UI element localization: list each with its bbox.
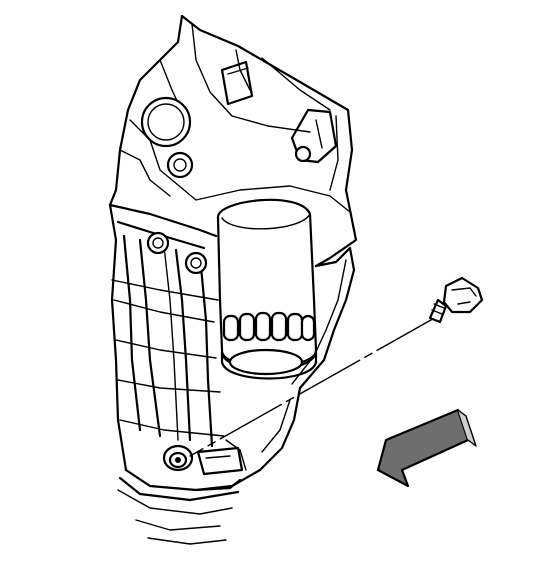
- drain-plug-hole: [162, 444, 194, 472]
- leader-line: [189, 315, 439, 457]
- drain-slot: [196, 446, 244, 476]
- engine-block-housing: [108, 14, 358, 268]
- oil-pan: [117, 246, 356, 545]
- hex-bolt-icon: [428, 276, 484, 324]
- oil-filter: [216, 198, 318, 380]
- frame-bolt-1: [146, 231, 170, 255]
- arrow-down-left-icon: [376, 408, 477, 488]
- circular-port: [140, 96, 192, 148]
- filter-grip-ribs: [222, 311, 316, 342]
- mounting-tab: [220, 60, 254, 106]
- block-bolt: [166, 151, 194, 179]
- right-bracket: [290, 108, 338, 164]
- frame-bolt-2: [184, 251, 208, 275]
- frame-lattice: [108, 203, 225, 472]
